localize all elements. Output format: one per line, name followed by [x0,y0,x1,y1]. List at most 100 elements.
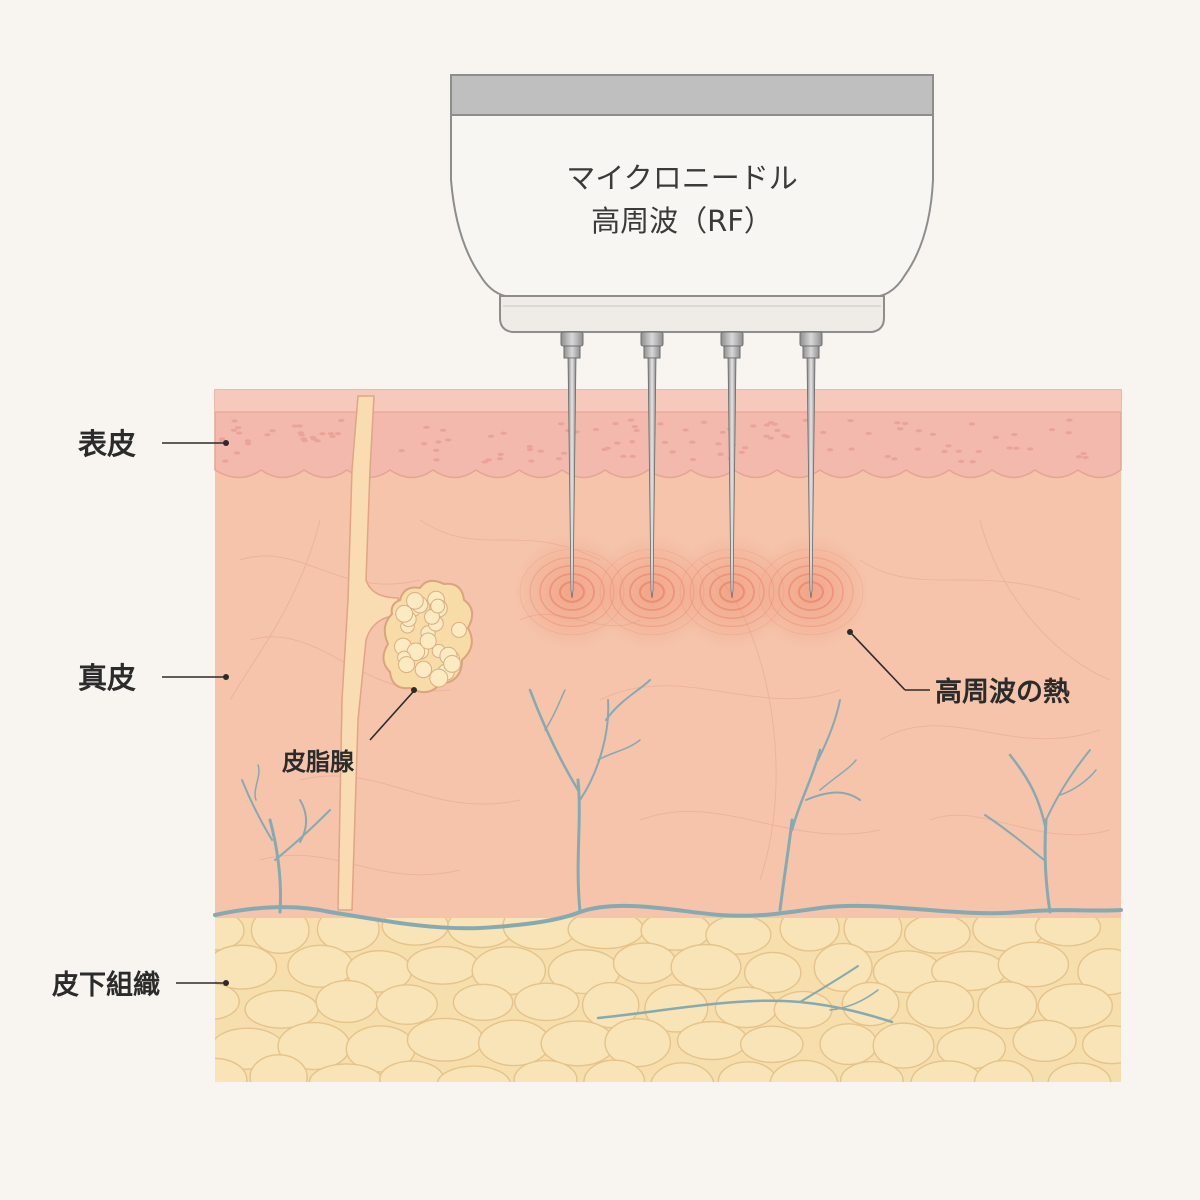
epidermis-cell [715,442,722,446]
epidermis-cell [847,419,854,423]
fat-cell [1047,1062,1112,1082]
fat-cell [406,945,479,985]
epidermis-cell [627,418,635,422]
epidermis-cell [244,439,252,443]
epidermis-cell [555,457,563,461]
epidermis-cell [1013,446,1020,450]
blood-vessels [213,679,1123,1024]
fat-cell [839,1060,904,1082]
epidermis-cell [689,440,696,444]
fat-cell [540,1020,616,1067]
epidermis-cell [1082,455,1089,460]
needle-collar [643,345,661,359]
epidermis-cell [958,459,965,463]
epidermis-cell [264,433,271,437]
epidermis-cell [218,437,226,441]
fat-cell [477,1019,551,1067]
epidermis-cell [496,457,504,461]
fat-cell [379,1060,445,1082]
fat-cell [650,1062,715,1082]
epidermis-cell [310,437,318,441]
gland-cell [414,660,433,679]
epidermis-cell [592,427,600,432]
fat-cell [514,982,580,1022]
labels: 表皮 真皮 皮下組織 皮脂腺 高周波の熱 [52,427,1070,1001]
epidermis-cell [802,418,809,422]
fat-cell [977,981,1038,1030]
epidermis-cell [783,435,791,439]
fat-cell [1012,1019,1077,1062]
epidermis-cell [327,432,335,436]
epidermis-cell [750,424,757,428]
fat-cell [1077,948,1121,996]
epidermis-cell [826,448,834,452]
epidermis-cell [231,419,238,423]
epidermis-cell [945,444,952,448]
microneedles [560,331,823,599]
fat-cell [872,1022,935,1069]
fat-cell [215,1057,248,1082]
epidermis-cell [230,428,238,432]
epidermis-cell [298,433,305,437]
epidermis-cell [614,441,621,445]
epidermis-cell [334,432,342,436]
fat-cell [436,1065,511,1082]
epidermis-cell [767,436,774,440]
epidermis-cell [301,439,308,443]
fat-cell [406,1017,484,1062]
epidermis-cell [682,428,689,432]
epidermis-cell [528,459,535,463]
epidermis-cells [218,418,1089,464]
fat-cell [250,915,310,955]
needle-hub [640,331,664,347]
fat-cell [676,1020,748,1061]
epidermis-cell [439,428,447,432]
gland-cell [398,656,416,674]
epidermis-cell [719,430,727,435]
epidermis-cell [763,434,770,438]
epidermis-cell [975,449,982,454]
fat-cell [739,1025,804,1064]
fat-cell [973,1059,1034,1082]
gland-cell [430,598,446,614]
epidermis-cell [497,452,504,456]
fat-cell [769,1059,839,1082]
epidermis-cell [1048,428,1056,432]
fat-cell [215,982,240,1020]
needle-hub [799,331,823,347]
fat-cell [316,915,380,953]
epidermis-cell [941,449,948,454]
device-tip [499,295,885,333]
epidermis-cell [968,422,976,426]
epidermis-cell [741,446,749,450]
label-subcutaneous: 皮下組織 [52,969,160,1001]
fat-cell [906,980,975,1029]
epidermis-cell [398,448,405,453]
gland-cell [395,604,414,623]
epidermis-cell [914,447,922,451]
epidermis-cell [901,421,909,426]
skin-cross-section [213,389,1123,1082]
epidermis-cell [1006,446,1013,450]
gland-cell [406,591,424,610]
sebaceous-gland [382,579,474,694]
fat-cell [308,1063,385,1082]
epidermis-cell [631,424,638,429]
device-label-line1: マイクロニードル [566,161,797,195]
epidermis-cell [629,440,636,444]
label-dermis: 真皮 [78,661,136,695]
epidermis-cell [767,421,775,425]
epidermis-cell [894,421,901,425]
fat-cell [997,941,1070,988]
epidermis-cell [433,458,440,462]
fat-cells [215,915,1121,1082]
fat-cell [249,1054,308,1082]
epidermis-cell [423,425,430,429]
epidermis-cell [235,431,243,435]
fat-cell [773,990,833,1029]
fat-cell [581,981,640,1029]
needle-hub [720,331,744,347]
label-sebaceous-gland: 皮脂腺 [282,748,355,776]
epidermis-cell [629,454,636,458]
